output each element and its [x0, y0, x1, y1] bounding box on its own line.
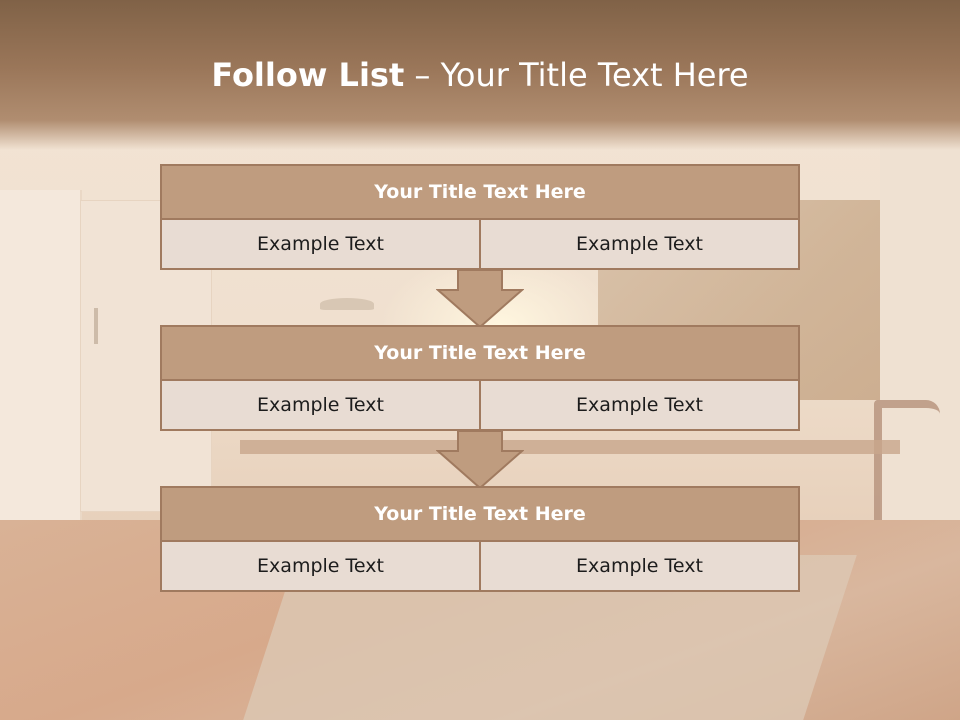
step-cell-right: Example Text — [481, 381, 800, 431]
slide-title-bold: Follow List — [211, 56, 405, 94]
step-cell-right: Example Text — [481, 542, 800, 592]
slide-title-rest: – Your Title Text Here — [404, 56, 749, 94]
step-block-1: Your Title Text Here Example Text Exampl… — [160, 164, 800, 270]
step-row: Example Text Example Text — [160, 542, 800, 592]
bg-door — [0, 190, 82, 520]
step-title: Your Title Text Here — [160, 486, 800, 542]
bg-door-handle — [94, 308, 98, 344]
step-cell-right: Example Text — [481, 220, 800, 270]
step-row: Example Text Example Text — [160, 381, 800, 431]
bg-lamp — [320, 298, 374, 310]
step-block-3: Your Title Text Here Example Text Exampl… — [160, 486, 800, 592]
step-block-2: Your Title Text Here Example Text Exampl… — [160, 325, 800, 431]
step-row: Example Text Example Text — [160, 220, 800, 270]
bg-console-table — [240, 440, 900, 454]
slide-title: Follow List – Your Title Text Here — [0, 56, 960, 94]
down-arrow-icon — [436, 431, 524, 489]
step-title: Your Title Text Here — [160, 325, 800, 381]
bg-wall — [880, 140, 960, 560]
step-cell-left: Example Text — [160, 542, 481, 592]
step-title: Your Title Text Here — [160, 164, 800, 220]
step-cell-left: Example Text — [160, 381, 481, 431]
bg-chair — [874, 400, 940, 558]
step-cell-left: Example Text — [160, 220, 481, 270]
down-arrow-icon — [436, 270, 524, 328]
header-band — [0, 0, 960, 150]
